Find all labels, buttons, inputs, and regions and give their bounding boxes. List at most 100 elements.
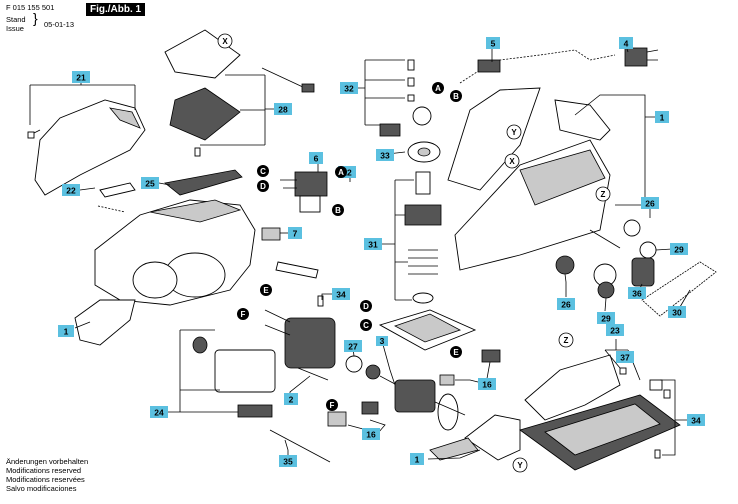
- svg-text:31: 31: [368, 240, 378, 250]
- svg-text:Y: Y: [511, 128, 517, 137]
- part-7-clamp: [261, 227, 281, 241]
- tag-34-right: 34: [687, 414, 705, 426]
- svg-text:F: F: [241, 310, 246, 319]
- part-34-base: [519, 354, 681, 471]
- svg-text:32: 32: [344, 84, 354, 94]
- svg-text:26: 26: [645, 199, 655, 209]
- tag-7: 7: [288, 227, 302, 239]
- svg-text:Y: Y: [517, 461, 523, 470]
- tag-29-top: 29: [670, 243, 688, 255]
- svg-text:C: C: [260, 167, 266, 176]
- svg-text:33: 33: [380, 151, 390, 161]
- footer-line-en: Modifications reserved: [6, 466, 82, 475]
- svg-text:C: C: [363, 321, 369, 330]
- letter-b-cable: B: [450, 90, 462, 102]
- letter-a-cable: A: [432, 82, 444, 94]
- svg-text:29: 29: [601, 314, 611, 324]
- letter-x-handle: X: [217, 33, 233, 49]
- tag-6: 5: [486, 37, 500, 49]
- part-16-brush-b: [327, 401, 379, 427]
- svg-text:Z: Z: [601, 190, 606, 199]
- footer-line-es: Salvo modificaciones: [6, 484, 77, 493]
- part-motor-field: [264, 309, 336, 369]
- svg-text:24: 24: [154, 408, 164, 418]
- part-2-screw: [297, 367, 329, 381]
- letter-e-right: E: [450, 346, 462, 358]
- svg-text:37: 37: [620, 353, 630, 363]
- part-4-switch: [280, 171, 328, 213]
- svg-text:36: 36: [632, 289, 642, 299]
- tag-1-bottom: 1: [410, 453, 424, 465]
- part-25-grip: [164, 169, 243, 196]
- part-35-rod: [269, 429, 331, 463]
- part-36-roller: [631, 257, 655, 287]
- svg-text:A: A: [338, 168, 344, 177]
- svg-text:E: E: [263, 286, 269, 295]
- part-6-cable: [459, 49, 616, 84]
- tag-21: 21: [72, 71, 90, 83]
- doc-number: F 015 155 501: [6, 3, 55, 12]
- issue-date: 05-01-13: [44, 20, 75, 29]
- svg-text:3: 3: [380, 336, 385, 346]
- tag-32: 32: [340, 82, 358, 94]
- svg-text:26: 26: [561, 300, 571, 310]
- letter-b-switch: B: [332, 204, 344, 216]
- svg-text:B: B: [453, 92, 459, 101]
- svg-text:34: 34: [336, 290, 346, 300]
- letter-c-switch: C: [257, 165, 269, 177]
- letter-f-left: F: [237, 308, 249, 320]
- part-1-guard-left: [74, 299, 136, 346]
- part-28-handle: [164, 29, 315, 157]
- tag-24: 24: [150, 406, 168, 418]
- svg-text:Z: Z: [564, 336, 569, 345]
- svg-text:D: D: [363, 302, 369, 311]
- svg-text:X: X: [222, 37, 228, 46]
- svg-text:25: 25: [145, 179, 155, 189]
- stand-label: Stand: [6, 15, 26, 24]
- part-24-brush-holder: [192, 336, 276, 418]
- tag-29-bottom: 29: [597, 312, 615, 324]
- tag-30: 30: [668, 306, 686, 318]
- svg-text:21: 21: [76, 73, 86, 83]
- part-30-belt: [641, 261, 717, 317]
- issue-label: Issue: [6, 24, 24, 33]
- tag-26-bottom: 26: [557, 298, 575, 310]
- part-21-side-cover: [27, 99, 146, 196]
- part-33-disc: [407, 141, 441, 163]
- svg-text:16: 16: [366, 430, 376, 440]
- tag-26-top: 26: [641, 197, 659, 209]
- svg-text:A: A: [435, 84, 441, 93]
- tag-16-left: 16: [362, 428, 380, 440]
- figure-label: Fig./Abb. 1: [86, 3, 146, 16]
- tag-28: 28: [274, 103, 292, 115]
- part-housing: [94, 199, 256, 306]
- tag-1-top: 1: [655, 111, 669, 123]
- tag-37: 37: [616, 351, 634, 363]
- tag-3: 3: [376, 336, 388, 346]
- tag-5: 4: [619, 37, 633, 49]
- part-31-spindle: [404, 171, 442, 304]
- svg-text:12: 12: [342, 168, 352, 178]
- tag-31: 31: [364, 238, 382, 250]
- svg-text:D: D: [260, 182, 266, 191]
- letter-a-switch: A: [335, 166, 347, 178]
- svg-text:1: 1: [660, 113, 665, 123]
- svg-text:1: 1: [415, 455, 420, 465]
- tag-23: 22: [62, 184, 80, 196]
- svg-text:22: 22: [66, 186, 76, 196]
- svg-text:27: 27: [348, 342, 358, 352]
- tag-16-right: 16: [478, 378, 496, 390]
- tag-33: 33: [376, 149, 394, 161]
- svg-text:E: E: [453, 348, 459, 357]
- letter-e-left: E: [260, 284, 272, 296]
- tag-35: 35: [279, 455, 297, 467]
- svg-text:34: 34: [691, 416, 701, 426]
- tag-1-left: 1: [58, 325, 74, 337]
- footer-notes: Änderungen vorbehalten Modifications res…: [6, 457, 88, 493]
- svg-text:7: 7: [293, 229, 298, 239]
- tag-25: 25: [141, 177, 159, 189]
- part-1-chip-deflector: [429, 414, 521, 461]
- part-32-screws: [379, 59, 432, 137]
- brace-icon: }: [33, 10, 38, 26]
